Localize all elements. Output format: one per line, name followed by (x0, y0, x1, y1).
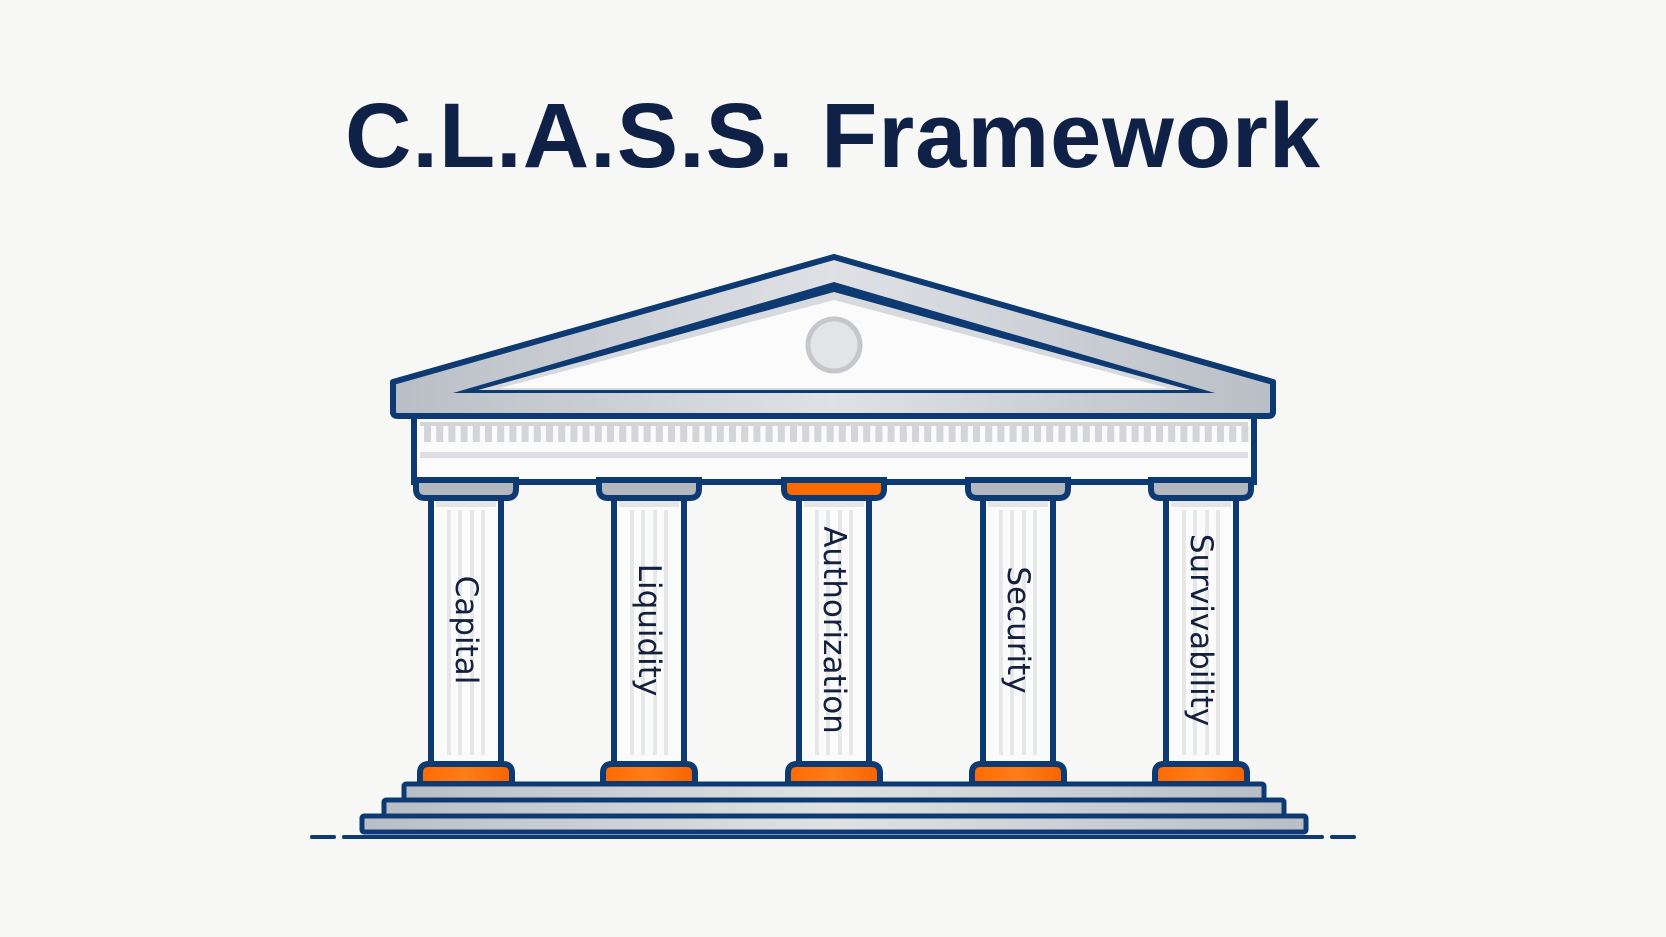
pillar-survivability: Survivability (1148, 477, 1254, 787)
pillar-base (1152, 761, 1250, 787)
pillar-liquidity: Liquidity (596, 477, 702, 787)
pediment-medallion (805, 316, 863, 374)
pillar-capital-top (596, 477, 702, 501)
pediment-roof (390, 254, 1276, 419)
pillar-base (600, 761, 698, 787)
temple-steps (359, 781, 1309, 835)
diagram-title: C.L.A.S.S. Framework (344, 85, 1322, 187)
pillars-group: Capital Liquidity Authorization Security Sur… (413, 477, 1254, 787)
pillar-capital: Capital (413, 477, 519, 787)
pillar-label: Capital (448, 576, 484, 685)
pillar-label: Authorization (816, 526, 852, 734)
pillar-security: Security (965, 477, 1071, 787)
pillar-capital-top (1148, 477, 1254, 501)
pillar-base (785, 761, 883, 787)
entablature (411, 413, 1257, 485)
pillar-base (969, 761, 1067, 787)
pillar-authorization: Authorization (781, 477, 887, 787)
pillar-capital-top (413, 477, 519, 501)
pillar-label: Liquidity (631, 564, 667, 697)
pillar-capital-top (781, 477, 887, 501)
pillar-base (417, 761, 515, 787)
pillar-capital-top (965, 477, 1071, 501)
pillar-label: Survivability (1183, 534, 1219, 726)
dentil-row (420, 422, 1248, 426)
pillar-label: Security (1000, 566, 1036, 693)
